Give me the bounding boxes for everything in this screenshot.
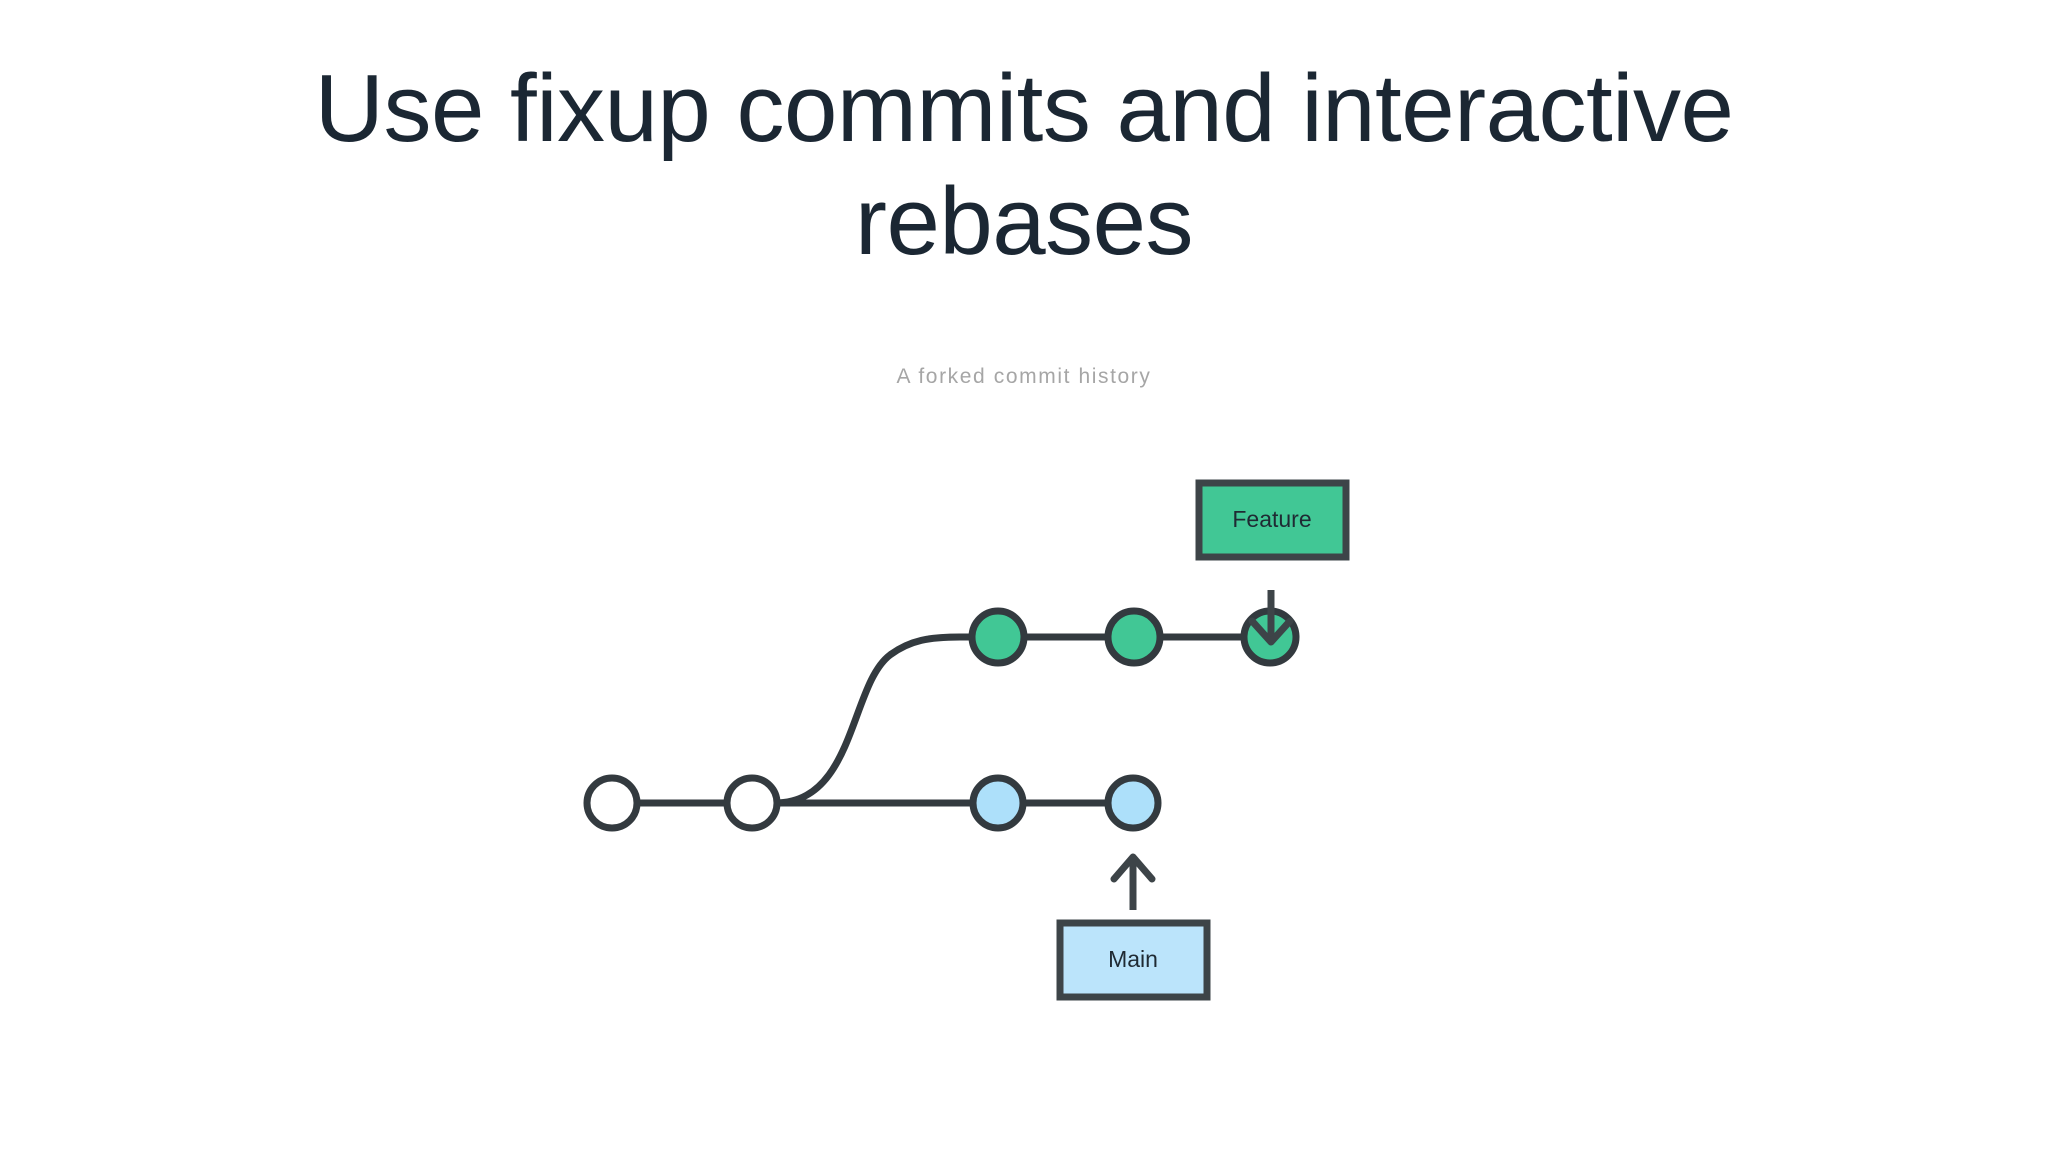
graph-edges	[608, 633, 1274, 807]
page-subtitle: A forked commit history	[896, 365, 1152, 388]
git-graph-diagram: Feature Main	[0, 455, 2048, 1075]
page-title: Use fixup commits and interactive rebase…	[314, 55, 1760, 276]
commit-node-m3[interactable]	[969, 774, 1027, 832]
git-graph-svg: Feature Main	[583, 479, 1350, 1001]
main-branch-box[interactable]	[1056, 919, 1211, 1001]
down-arrow-icon	[1248, 617, 1294, 646]
commit-node-c2[interactable]	[723, 774, 781, 832]
title-block: Use fixup commits and interactive rebase…	[244, 52, 1804, 279]
subtitle-block: A forked commit history	[424, 365, 1624, 389]
main-branch-marker[interactable]: Main	[1056, 853, 1211, 1001]
main-branch-label: Main	[1108, 946, 1158, 972]
feature-branch-marker[interactable]: Feature	[1195, 479, 1350, 646]
feature-branch-label: Feature	[1232, 506, 1311, 532]
edge-branch-fork	[771, 633, 964, 807]
commit-node-f2[interactable]	[1104, 607, 1164, 667]
commit-node-f1[interactable]	[968, 607, 1028, 667]
feature-branch-box[interactable]	[1195, 479, 1350, 561]
commit-node-m4[interactable]	[1104, 774, 1162, 832]
graph-nodes	[583, 607, 1300, 832]
commit-node-c1[interactable]	[583, 774, 641, 832]
up-arrow-icon	[1110, 853, 1156, 883]
